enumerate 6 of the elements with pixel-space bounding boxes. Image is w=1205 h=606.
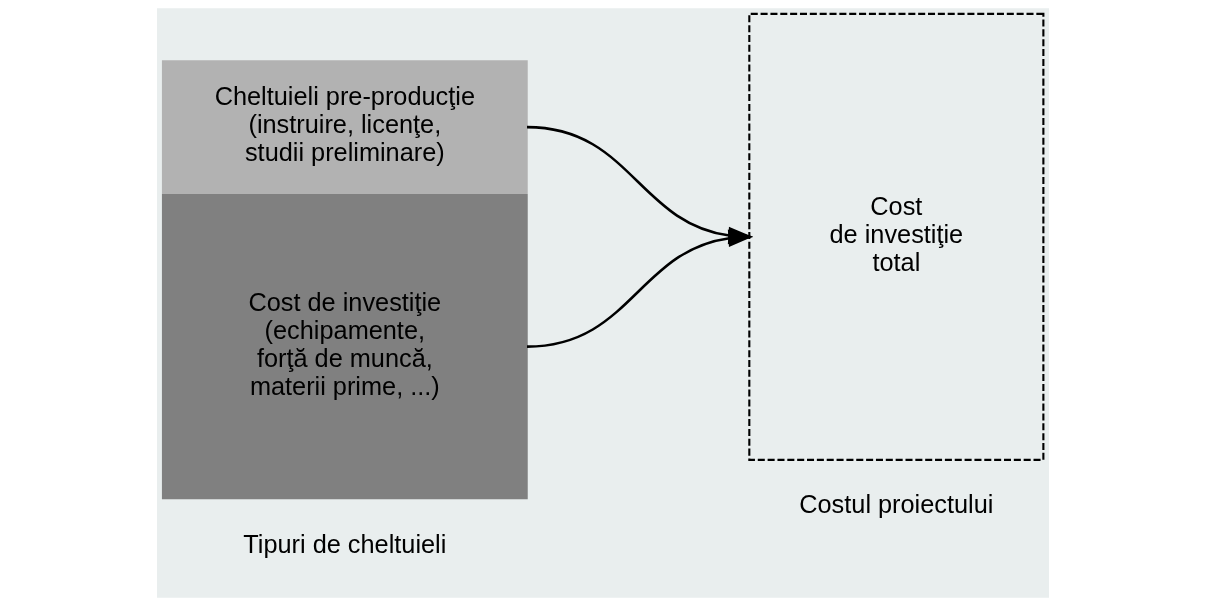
node-box: Cheltuieli pre-producţie (instruire, licenţe, studii preliminare)	[161, 60, 528, 194]
node-box: Cost de investiţie total	[747, 12, 1044, 461]
node-label: Tipuri de cheltuieli	[242, 529, 446, 558]
arrow	[526, 229, 753, 348]
node-box: Cost de investiţie (echipamente, forţă de muncă, materii prime, ...)	[161, 193, 528, 500]
node-label: Costul proiectului	[798, 490, 993, 519]
